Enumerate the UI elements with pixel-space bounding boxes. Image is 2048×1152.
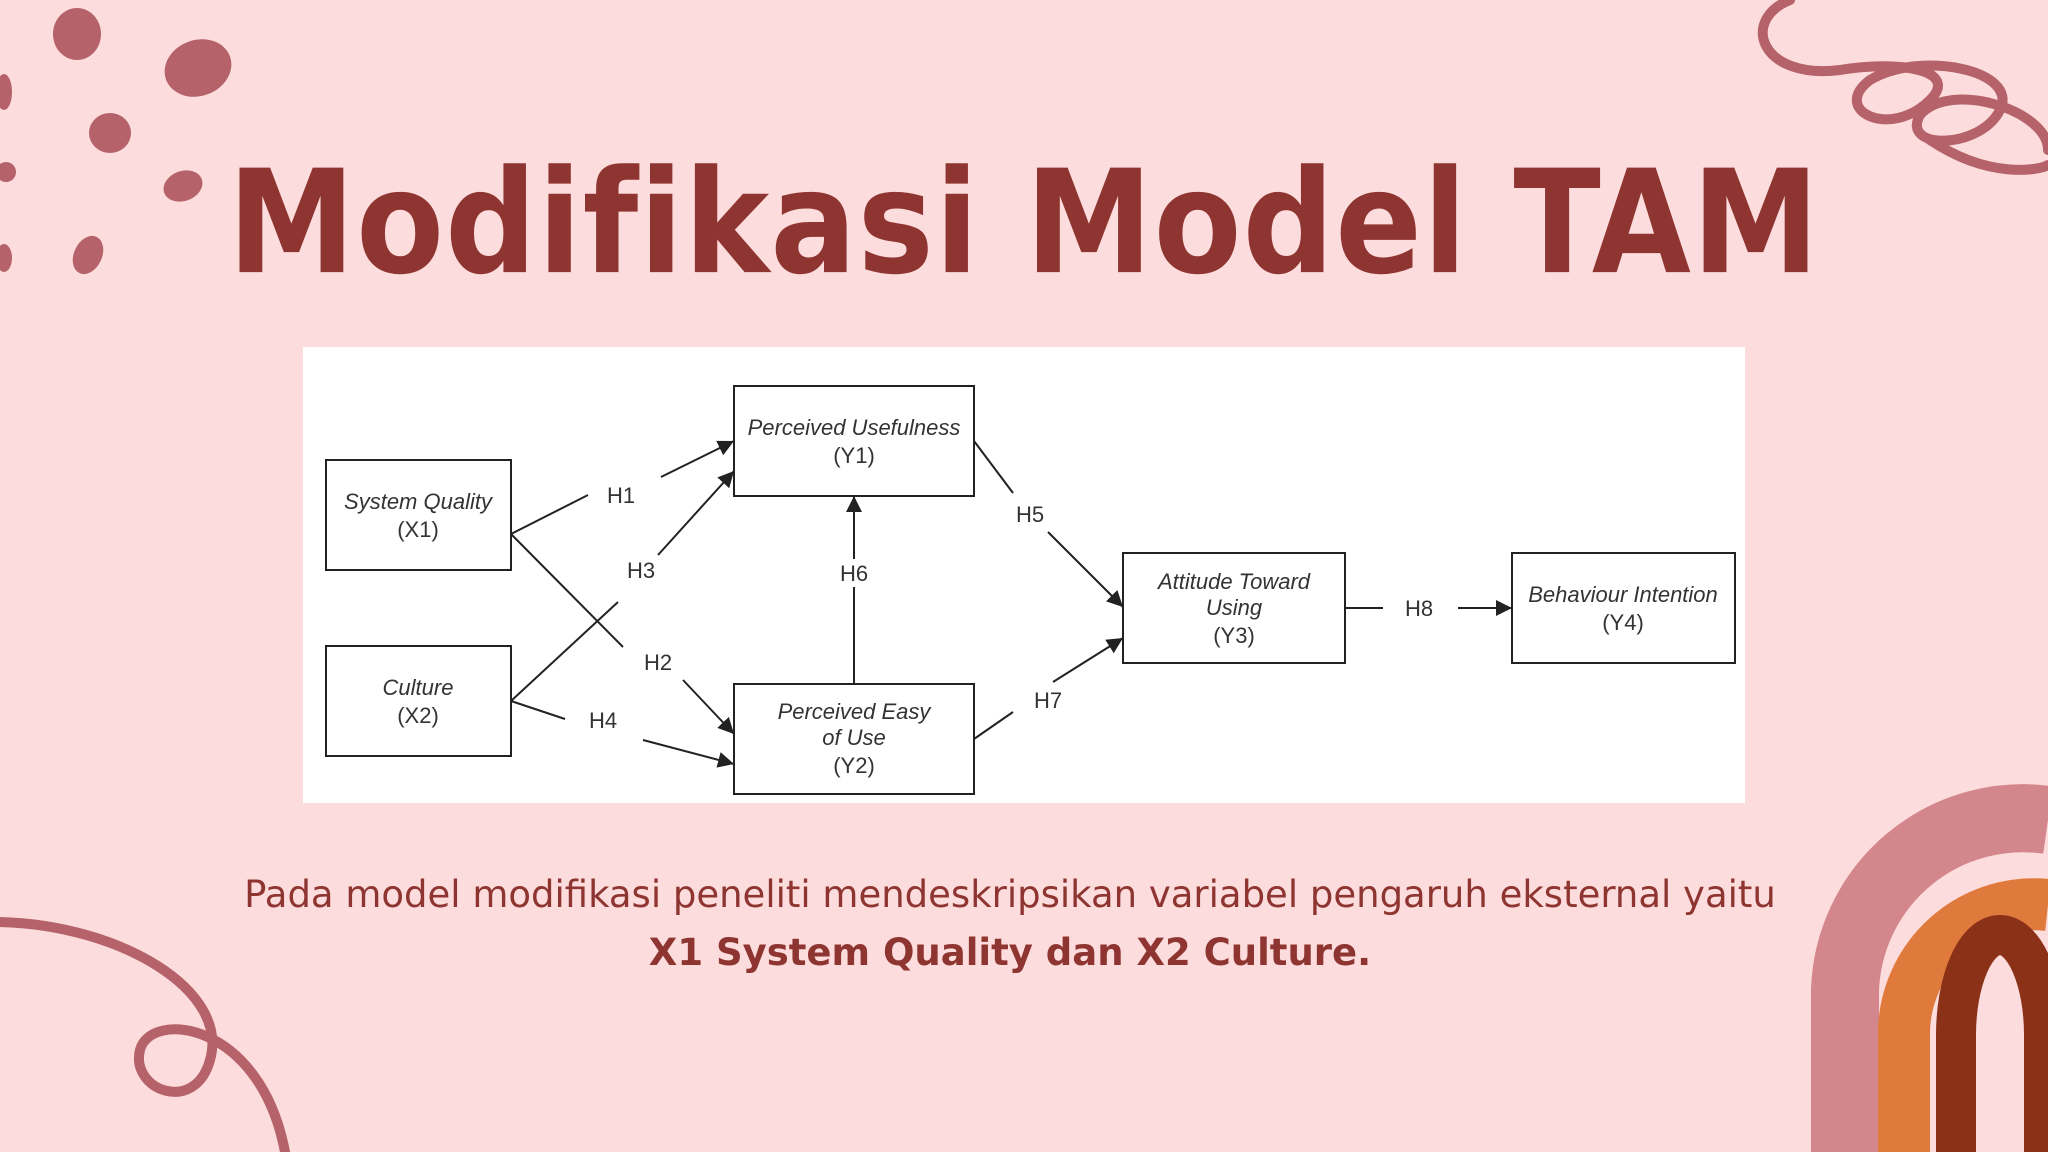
node-culture-label: Culture: [383, 675, 454, 700]
node-perceived-ease-of-use: Perceived Easy of Use (Y2): [733, 683, 975, 795]
node-attitude-toward-using-label-line1: Attitude Toward: [1156, 569, 1311, 594]
edge-label-h8: H8: [1405, 596, 1433, 621]
node-behaviour-intention: Behaviour Intention (Y4): [1511, 552, 1736, 664]
edge-h3: [510, 470, 735, 702]
edge-h4: [510, 700, 735, 768]
edge-label-h7: H7: [1034, 688, 1062, 713]
node-perceived-ease-of-use-label-line1: Perceived Easy: [778, 699, 933, 724]
slide-title: Modifikasi Model TAM: [227, 140, 1821, 307]
node-culture-code: (X2): [397, 703, 439, 728]
edge-label-h3: H3: [627, 558, 655, 583]
node-perceived-usefulness: Perceived Usefulness (Y1): [733, 385, 975, 497]
caption-text: Pada model modifikasi peneliti mendeskri…: [230, 866, 1790, 982]
edge-h1: [510, 440, 735, 535]
caption-emphasis: X1 System Quality dan X2 Culture.: [648, 931, 1372, 974]
caption-body: Pada model modifikasi peneliti mendeskri…: [244, 873, 1776, 916]
node-perceived-ease-of-use-code: (Y2): [833, 753, 875, 778]
node-perceived-usefulness-code: (Y1): [833, 443, 875, 468]
rainbow-decoration: [1811, 784, 2048, 1152]
node-system-quality-label: System Quality: [344, 489, 494, 514]
edge-label-h4: H4: [589, 708, 617, 733]
edge-label-h6: H6: [840, 561, 868, 586]
edge-label-h5: H5: [1016, 502, 1044, 527]
node-system-quality: System Quality (X1): [325, 459, 512, 571]
tam-diagram: System Quality (X1) Culture (X2) Perceiv…: [303, 347, 1745, 803]
swirl-bottom-left-decoration: [0, 917, 290, 1152]
node-perceived-ease-of-use-label-line2: of Use: [822, 725, 886, 750]
node-system-quality-code: (X1): [397, 517, 439, 542]
swirl-top-right-decoration: [1757, 0, 2048, 175]
node-culture: Culture (X2): [325, 645, 512, 757]
node-attitude-toward-using: Attitude Toward Using (Y3): [1122, 552, 1346, 664]
edge-h2: [510, 533, 735, 735]
edge-label-h1: H1: [607, 483, 635, 508]
edge-label-h2: H2: [644, 650, 672, 675]
edge-h5: [973, 440, 1124, 608]
node-attitude-toward-using-code: (Y3): [1213, 623, 1255, 648]
tam-diagram-canvas: System Quality (X1) Culture (X2) Perceiv…: [325, 385, 1736, 795]
node-behaviour-intention-code: (Y4): [1602, 610, 1644, 635]
node-perceived-usefulness-label: Perceived Usefulness: [748, 415, 961, 440]
node-attitude-toward-using-label-line2: Using: [1206, 595, 1263, 620]
edge-h7: [973, 637, 1124, 740]
node-behaviour-intention-label: Behaviour Intention: [1528, 582, 1718, 607]
dots-decoration: [0, 8, 232, 275]
